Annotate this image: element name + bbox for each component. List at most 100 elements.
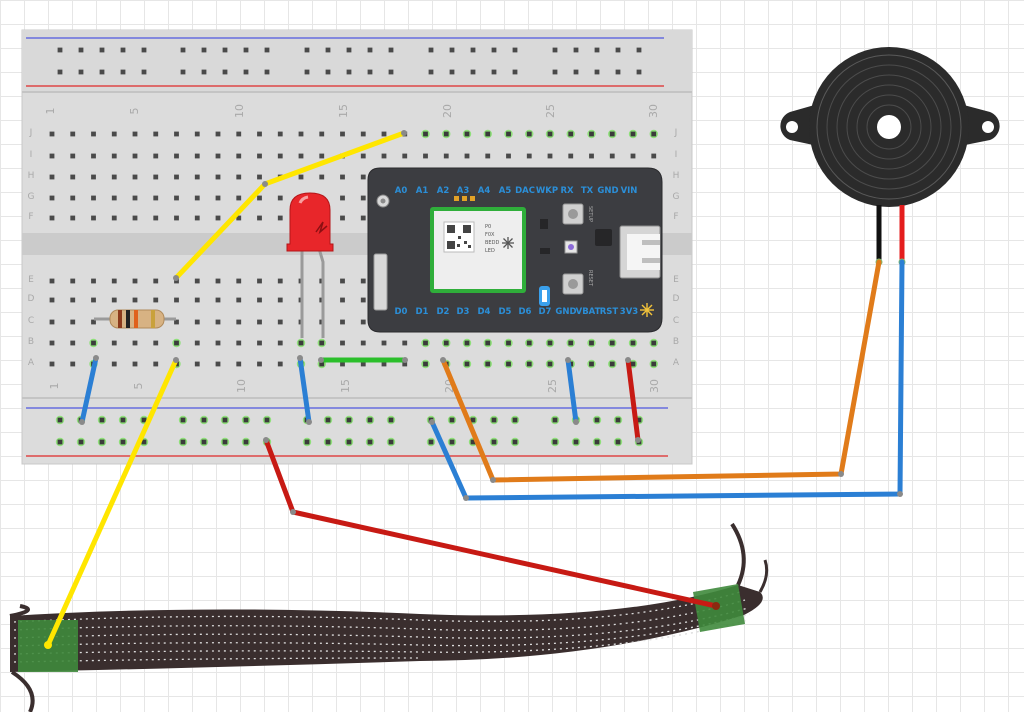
- breadboard-hole: [215, 297, 221, 303]
- breadboard-hole: [615, 69, 621, 75]
- breadboard-hole: [589, 131, 594, 137]
- breadboard-hole: [49, 361, 55, 367]
- breadboard-hole: [506, 131, 511, 137]
- blue-jumper-wire[interactable]: [79, 355, 99, 425]
- breadboard-hole: [257, 215, 262, 221]
- row-label: J: [29, 128, 33, 138]
- breadboard-hole: [236, 174, 242, 180]
- red-wire-sensor[interactable]: [263, 437, 719, 609]
- breadboard-hole: [277, 215, 283, 221]
- breadboard-hole: [464, 340, 470, 346]
- resistor-icon[interactable]: [94, 309, 176, 329]
- breadboard-hole: [236, 195, 242, 201]
- yellow-wire-sensor[interactable]: [45, 357, 179, 648]
- setup-label: SETUP: [587, 206, 593, 222]
- setup-button[interactable]: SETUP: [562, 203, 593, 225]
- breadboard-hole: [485, 361, 491, 367]
- photon-top-pin-labels: A0 A1 A2 A3 A4 A5 DAC WKP RX TX GND VIN: [395, 186, 638, 196]
- breadboard-hole: [340, 215, 345, 221]
- reset-button[interactable]: RESET: [562, 270, 593, 295]
- breadboard-hole: [70, 195, 76, 201]
- breadboard-hole: [222, 47, 228, 53]
- breadboard-hole: [367, 439, 373, 445]
- breadboard-hole: [49, 340, 55, 346]
- breadboard-hole: [91, 319, 96, 325]
- breadboard-hole: [194, 319, 200, 325]
- breadboard-hole: [257, 297, 262, 303]
- breadboard-hole: [340, 195, 345, 201]
- breadboard-hole: [215, 361, 221, 367]
- breadboard-hole: [132, 131, 138, 137]
- row-label: E: [673, 275, 679, 285]
- breadboard-hole: [91, 153, 96, 159]
- conductive-fabric-sensor[interactable]: [9, 522, 769, 712]
- breadboard-hole: [236, 278, 242, 284]
- pin-label: D1: [416, 307, 429, 317]
- breadboard-hole: [402, 153, 408, 159]
- breadboard-hole: [360, 131, 366, 137]
- breadboard-hole: [194, 131, 200, 137]
- breadboard-hole: [174, 131, 179, 137]
- breadboard-hole: [180, 47, 186, 53]
- breadboard-hole: [304, 439, 310, 445]
- breadboard-hole: [360, 195, 366, 201]
- breadboard-hole: [360, 319, 366, 325]
- breadboard-hole: [594, 417, 600, 423]
- breadboard-hole: [630, 153, 636, 159]
- breadboard-hole: [615, 439, 621, 445]
- breadboard-hole: [153, 361, 159, 367]
- breadboard-hole: [91, 195, 96, 201]
- breadboard-hole: [111, 195, 117, 201]
- breadboard-hole: [222, 439, 228, 445]
- breadboard-hole: [319, 131, 325, 137]
- breadboard-hole: [49, 195, 55, 201]
- row-label: F: [28, 212, 33, 222]
- blue-jumper-wire[interactable]: [297, 355, 312, 425]
- breadboard-hole: [346, 439, 352, 445]
- breadboard-hole: [111, 278, 117, 284]
- breadboard-hole: [360, 297, 366, 303]
- breadboard-hole: [78, 47, 84, 53]
- column-number: 1: [44, 108, 57, 115]
- breadboard-hole: [367, 47, 373, 53]
- breadboard-hole: [49, 153, 55, 159]
- row-label: I: [675, 150, 678, 160]
- breadboard-hole: [141, 439, 147, 445]
- row-label: A: [28, 358, 35, 368]
- blue-wire-buzzer[interactable]: [429, 259, 905, 501]
- breadboard-hole: [470, 47, 476, 53]
- pin-label: D0: [395, 307, 408, 317]
- orange-wire-buzzer[interactable]: [440, 259, 882, 483]
- breadboard-hole: [222, 417, 228, 423]
- pin-label: A2: [437, 186, 450, 196]
- blue-jumper-wire[interactable]: [565, 357, 579, 425]
- pin-label: VIN: [621, 186, 638, 196]
- breadboard-hole: [91, 340, 96, 346]
- breadboard-hole: [485, 131, 491, 137]
- row-label: I: [30, 150, 33, 160]
- red-led-icon[interactable]: [286, 192, 334, 338]
- breadboard-hole: [91, 278, 96, 284]
- breadboard-hole: [222, 69, 228, 75]
- breadboard-hole: [340, 174, 345, 180]
- breadboard-hole: [257, 195, 262, 201]
- breadboard-hole: [319, 153, 325, 159]
- breadboard-hole: [277, 131, 283, 137]
- breadboard-hole: [153, 215, 159, 221]
- breadboard-hole: [153, 195, 159, 201]
- red-jumper-wire[interactable]: [625, 357, 641, 443]
- breadboard-hole: [70, 215, 76, 221]
- breadboard-hole: [304, 47, 310, 53]
- breadboard-hole: [243, 417, 249, 423]
- row-label: G: [28, 192, 35, 202]
- piezo-buzzer-icon[interactable]: [780, 47, 1000, 266]
- breadboard-hole: [201, 69, 207, 75]
- breadboard-holes: [49, 47, 658, 447]
- breadboard-hole: [257, 153, 262, 159]
- breadboard-hole: [651, 153, 657, 159]
- breadboard-hole: [552, 47, 558, 53]
- breadboard-hole: [132, 215, 138, 221]
- breadboard-hole: [236, 153, 242, 159]
- column-number: 25: [546, 379, 559, 393]
